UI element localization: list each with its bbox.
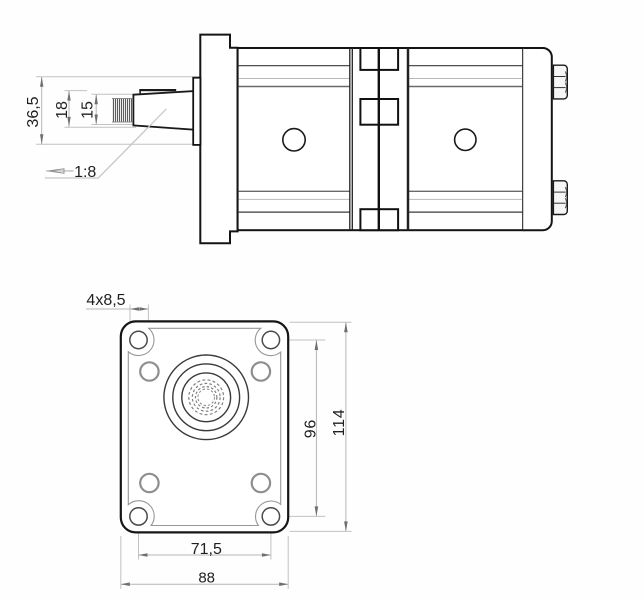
svg-text:88: 88 (198, 569, 215, 586)
svg-text:18: 18 (54, 101, 71, 119)
svg-text:114: 114 (331, 408, 348, 436)
svg-text:15: 15 (80, 101, 97, 119)
svg-text:4x8,5: 4x8,5 (86, 292, 125, 309)
svg-text:71,5: 71,5 (191, 541, 222, 558)
svg-text:36,5: 36,5 (25, 96, 42, 127)
svg-text:1:8: 1:8 (74, 164, 96, 181)
svg-text:96: 96 (302, 419, 319, 438)
